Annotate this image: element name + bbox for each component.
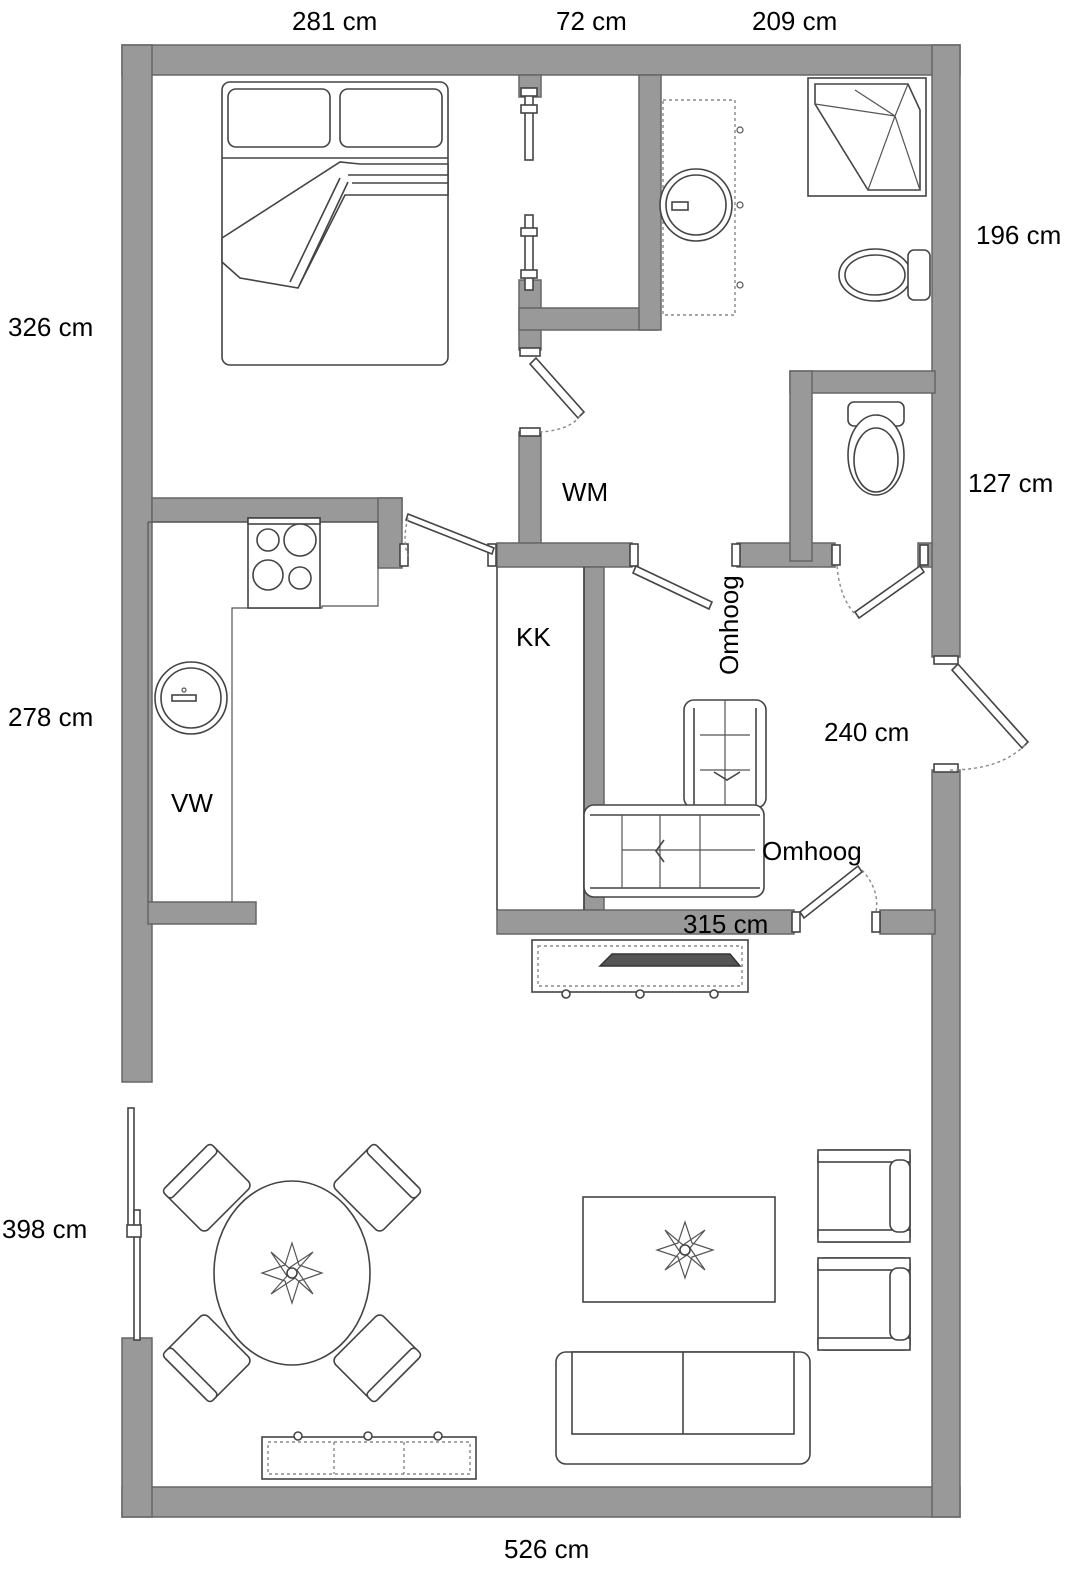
front-door bbox=[933, 655, 1030, 773]
wc-door bbox=[831, 544, 929, 620]
dimension-labels: 281 cm 72 cm 209 cm 196 cm 127 cm 326 cm… bbox=[2, 6, 1061, 1564]
wall-wm-left bbox=[518, 431, 542, 551]
bathroom-toilet bbox=[838, 248, 931, 302]
wall-toilet-left bbox=[789, 370, 813, 562]
wardrobe-doors bbox=[520, 87, 538, 291]
wall-bath-left bbox=[638, 74, 662, 331]
room-labels: WM KK VW Omhoog Omhoog bbox=[171, 477, 862, 866]
dim-right-upper: 196 cm bbox=[976, 220, 1061, 250]
wall-wardrobe-bottom bbox=[518, 307, 658, 331]
sideboard bbox=[261, 1431, 477, 1480]
wall-kitchen-return bbox=[147, 901, 257, 925]
kitchen-sink bbox=[154, 661, 228, 735]
kitchen-counter bbox=[147, 521, 379, 902]
wall-outer-left-upper bbox=[121, 44, 153, 1083]
wall-hall-left bbox=[496, 542, 633, 568]
wall-stair-bottom-right bbox=[879, 909, 936, 935]
double-bed bbox=[221, 81, 449, 366]
left-sliding-door bbox=[126, 1107, 142, 1341]
stair-room-door bbox=[791, 864, 881, 933]
bedroom-door bbox=[519, 347, 586, 437]
staircase bbox=[583, 699, 767, 898]
dim-right-middle: 127 cm bbox=[968, 468, 1053, 498]
dim-hall: 240 cm bbox=[824, 717, 909, 747]
wall-outer-top bbox=[121, 44, 961, 76]
label-stairs-up: Omhoog bbox=[762, 836, 862, 866]
armchairs bbox=[817, 1149, 911, 1351]
label-wm: WM bbox=[562, 477, 608, 507]
coffee-table bbox=[582, 1196, 776, 1303]
stove bbox=[247, 517, 321, 609]
wall-outer-right-lower bbox=[931, 769, 961, 1518]
sofa bbox=[555, 1351, 811, 1465]
wall-outer-right-upper bbox=[931, 44, 961, 658]
wc-toilet bbox=[847, 401, 905, 496]
dim-left-upper: 326 cm bbox=[8, 312, 93, 342]
dim-bottom: 526 cm bbox=[504, 1534, 589, 1564]
dining-set bbox=[162, 1143, 422, 1403]
dim-top-middle: 72 cm bbox=[556, 6, 627, 36]
tv-cabinet bbox=[531, 939, 749, 999]
wall-outer-left-lower bbox=[121, 1337, 153, 1518]
walls bbox=[121, 44, 961, 1518]
wall-outer-bottom bbox=[121, 1486, 961, 1518]
kitchen-door bbox=[399, 512, 497, 567]
dim-top-left: 281 cm bbox=[292, 6, 377, 36]
dim-top-right: 209 cm bbox=[752, 6, 837, 36]
label-vw: VW bbox=[171, 788, 213, 818]
hall-door bbox=[629, 543, 741, 611]
bathroom-vanity bbox=[659, 99, 744, 316]
shower bbox=[807, 77, 927, 197]
closet-kk bbox=[496, 567, 585, 910]
wall-stair-bottom-left bbox=[496, 909, 795, 935]
dim-left-lower: 398 cm bbox=[2, 1214, 87, 1244]
label-stairs-up-vertical: Omhoog bbox=[714, 575, 744, 675]
dim-stair-hall: 315 cm bbox=[683, 909, 768, 939]
dim-left-middle: 278 cm bbox=[8, 702, 93, 732]
wall-kitchen-stub bbox=[377, 497, 403, 569]
wall-hall-right bbox=[736, 542, 836, 568]
label-kk: KK bbox=[516, 622, 551, 652]
